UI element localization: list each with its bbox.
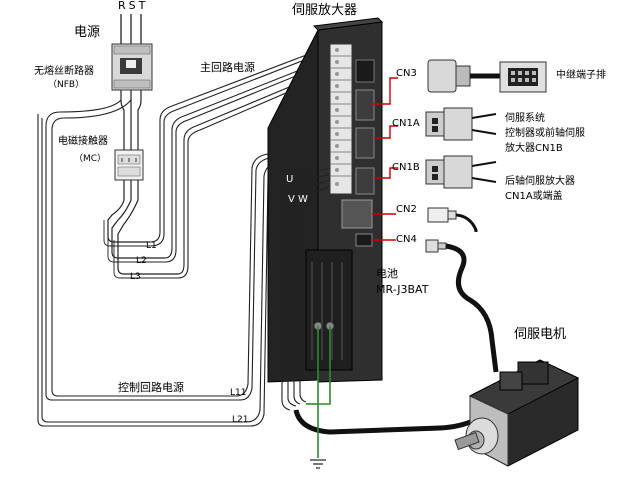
power-label: 电源 <box>74 25 101 40</box>
label-l1: L1 <box>146 241 157 251</box>
contactor-icon <box>114 149 144 181</box>
servo-motor-icon <box>454 359 580 467</box>
mc-code-label: （MC） <box>74 154 107 164</box>
cn2-label: CN2 <box>396 204 417 215</box>
control-power-label: 控制回路电源 <box>118 381 184 394</box>
cn3-label: CN3 <box>396 68 417 79</box>
nfb-code-label: （NFB） <box>48 80 85 90</box>
label-u: U <box>286 174 293 185</box>
label-l3: L3 <box>130 272 141 282</box>
cn3-connector-icon <box>427 59 547 93</box>
battery-label: 电池 <box>376 267 398 280</box>
relay-terminal-label: 中继端子排 <box>556 70 606 81</box>
label-v: V <box>288 194 295 205</box>
mc-label: 电磁接触器 <box>58 136 108 147</box>
rst-label: RST <box>118 0 149 12</box>
ground-wires <box>306 326 331 458</box>
battery-model-label: MR-J3BAT <box>376 283 429 296</box>
label-l2: L2 <box>136 256 147 266</box>
ground-icon <box>310 459 326 469</box>
amplifier-title: 伺服放大器 <box>292 3 358 18</box>
label-w: W <box>298 194 308 205</box>
connector-leaders <box>372 77 398 241</box>
label-l21: L21 <box>232 415 248 425</box>
main-power-wires <box>103 90 178 279</box>
nfb-label: 无熔丝断路器 <box>34 66 94 77</box>
rear-amp-label-line1: 后轴伺服放大器 <box>505 176 575 187</box>
cn1b-connector-icon <box>425 155 497 189</box>
controller-label-line1: 伺服系统 <box>505 113 545 124</box>
controller-label-line3: 放大器CN1B <box>505 143 563 154</box>
cn4-connector-icon <box>425 239 447 253</box>
cn1a-label: CN1A <box>392 118 420 129</box>
cn4-label: CN4 <box>396 234 417 245</box>
cn2-connector-icon <box>427 207 478 232</box>
label-l11: L11 <box>230 388 246 398</box>
motor-power-wires <box>281 167 331 411</box>
cn1b-label: CN1B <box>392 162 420 173</box>
motor-label: 伺服电机 <box>514 327 567 342</box>
rear-amp-label-line2: CN1A或端盖 <box>505 191 563 202</box>
encoder-cable <box>445 243 499 373</box>
main-power-label: 主回路电源 <box>200 61 255 74</box>
controller-label-line2: 控制器或前轴伺服 <box>505 128 585 139</box>
servo-amplifier-icon <box>267 17 384 383</box>
input-wires <box>120 14 142 48</box>
main-power-route <box>149 45 331 279</box>
cn1a-connector-icon <box>425 107 497 141</box>
breaker-icon <box>111 43 153 91</box>
